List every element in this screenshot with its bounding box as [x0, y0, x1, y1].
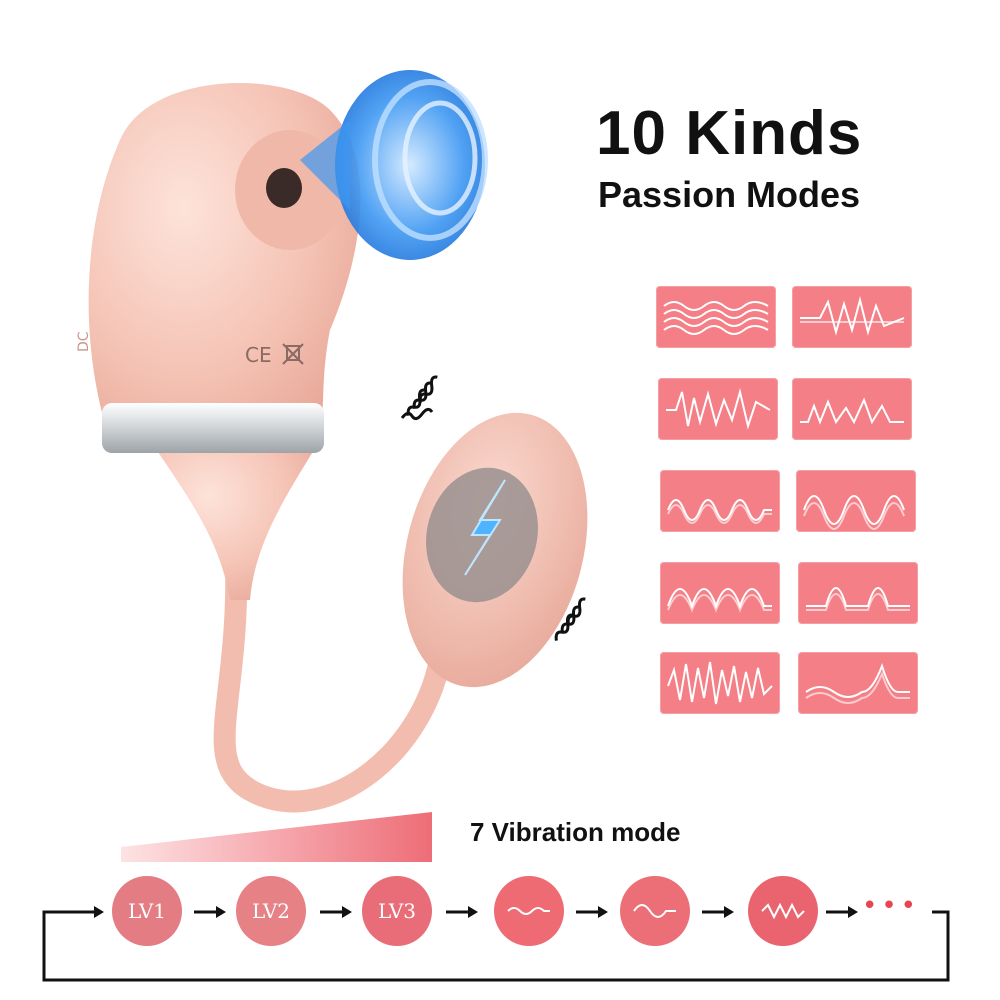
mode-tile-3 — [658, 378, 778, 440]
intensity-ramp — [121, 812, 432, 862]
level-1-label: LV1 — [127, 899, 167, 923]
gentle-wave-icon — [507, 907, 550, 915]
suction-device-body — [88, 82, 361, 440]
suction-wave-icon — [300, 70, 488, 260]
mode-tile-4 — [792, 378, 912, 440]
mode-tile-1 — [656, 286, 776, 348]
cycle-loop-line — [42, 910, 950, 982]
level-4-badge — [494, 876, 564, 946]
arrow-right-icon — [702, 906, 734, 918]
mode-tile-6 — [796, 470, 916, 532]
mode-tile-2 — [792, 286, 912, 348]
strong-wave-icon — [761, 902, 805, 920]
arrow-right-icon — [320, 906, 352, 918]
mode-tile-5 — [660, 470, 780, 532]
mode-tile-9 — [660, 652, 780, 714]
level-2-label: LV2 — [251, 899, 291, 923]
headline-subtitle: Passion Modes — [598, 174, 861, 215]
vibration-squiggle-icon — [400, 375, 438, 421]
arrow-right-icon — [194, 906, 226, 918]
level-6-badge — [748, 876, 818, 946]
silver-ring — [102, 403, 324, 453]
level-3-label: LV3 — [377, 899, 417, 923]
vibration-squiggle-icon-2 — [554, 597, 586, 641]
device-stem — [150, 440, 320, 600]
vibration-mode-label: 7 Vibration mode — [470, 817, 681, 847]
level-2-badge: LV2 — [236, 876, 306, 946]
more-levels-indicator: ••• — [862, 891, 921, 921]
arrow-right-icon — [826, 906, 858, 918]
recycle-bin-icon — [282, 343, 304, 365]
medium-wave-icon — [633, 904, 676, 918]
connecting-cord — [213, 549, 451, 813]
lightning-icon — [464, 479, 506, 576]
mode-tile-8 — [798, 562, 918, 624]
level-3-badge: LV3 — [362, 876, 432, 946]
dc-marking: DC — [76, 331, 92, 352]
mode-tile-10 — [798, 652, 918, 714]
ce-marking: CE — [245, 343, 272, 367]
arrow-right-icon — [576, 906, 608, 918]
level-5-badge — [620, 876, 690, 946]
headline-title: 10 Kinds — [596, 99, 863, 168]
arrow-right-icon — [446, 906, 478, 918]
mode-tile-7 — [660, 562, 780, 624]
level-1-badge: LV1 — [112, 876, 182, 946]
